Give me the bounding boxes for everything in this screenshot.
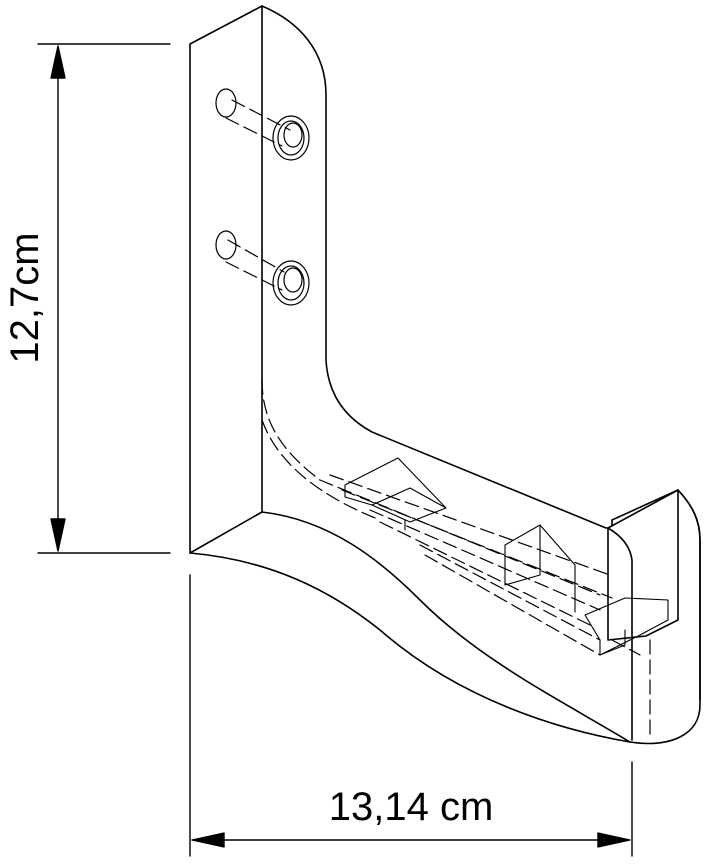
inner-fillet-edge (261, 511, 631, 743)
width-label: 13,14 cm (329, 785, 494, 829)
rail-blocks (344, 457, 669, 656)
width-arrow-right (597, 832, 631, 848)
height-arrow-bottom (50, 518, 66, 552)
bracket-body (189, 5, 701, 745)
mount-holes (215, 88, 310, 306)
height-arrow-top (50, 45, 66, 79)
height-label: 12,7cm (3, 232, 47, 363)
height-dimension (37, 43, 171, 554)
end-block-side (677, 489, 701, 701)
end-block-curve (607, 527, 633, 741)
hidden-lines (225, 99, 651, 741)
lower-hole (215, 230, 310, 306)
front-face (189, 5, 263, 554)
width-arrow-left (191, 832, 225, 848)
width-dimension (189, 574, 633, 857)
end-block-front (607, 489, 679, 641)
upper-hole (215, 88, 310, 161)
outer-silhouette (189, 5, 701, 745)
